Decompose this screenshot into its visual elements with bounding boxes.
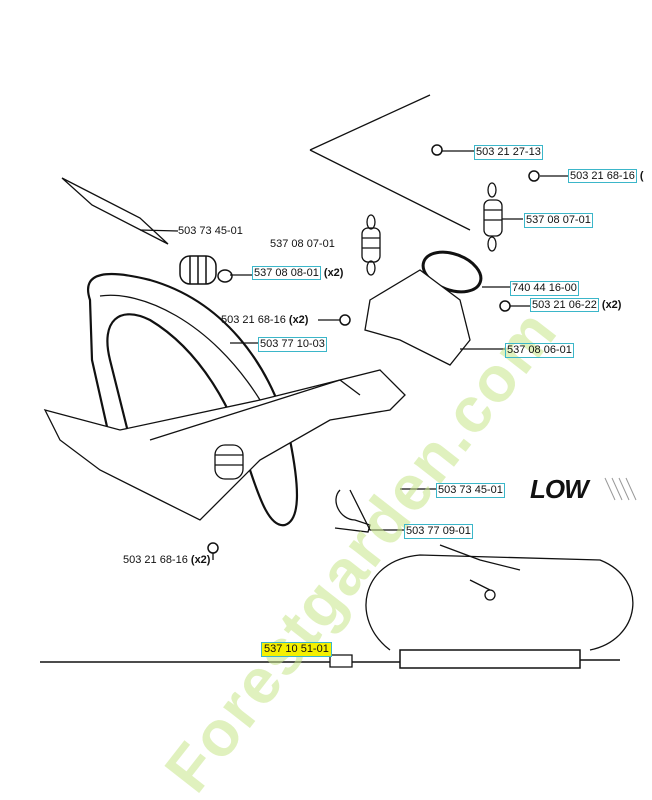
part-number: 537 08 07-01	[270, 238, 335, 250]
part-number: 537 08 06-01	[507, 344, 572, 356]
leader-line	[139, 229, 179, 232]
ring-terminal	[484, 589, 496, 601]
buffer-block	[364, 269, 471, 366]
part-qty: (x2)	[190, 554, 211, 566]
part-number: 503 21 68-16	[123, 554, 188, 566]
part-label-highlighted[interactable]: 537 10 51-01	[261, 642, 332, 657]
low-decal-stripes	[604, 477, 637, 501]
part-number: 537 08 08-01	[252, 266, 321, 280]
part-qty: (x2)	[323, 267, 344, 279]
screw-icon	[207, 542, 219, 554]
part-label[interactable]: 537 08 07-01	[270, 238, 335, 251]
part-label[interactable]: 537 08 08-01 (x2)	[252, 266, 344, 280]
front-handle	[87, 272, 298, 527]
part-number: 503 21 06-22	[530, 298, 599, 312]
part-qty: (x2)	[288, 314, 309, 326]
part-label[interactable]: 503 21 68-16 (	[568, 169, 644, 183]
part-label[interactable]: 740 44 16-00	[510, 281, 579, 296]
part-number: 503 21 68-16	[568, 169, 637, 183]
spring-center	[361, 214, 381, 276]
screw-icon	[528, 170, 540, 182]
wire-leads	[439, 544, 521, 591]
spring-right	[483, 182, 503, 252]
cable-loop	[365, 554, 634, 651]
part-label[interactable]: 503 77 09-01	[404, 524, 473, 539]
part-label[interactable]: 503 21 68-16 (x2)	[221, 314, 308, 327]
handle-bracket-edge	[149, 379, 361, 441]
part-number: 503 77 10-03	[260, 338, 325, 350]
clip	[334, 489, 371, 533]
part-number: 503 21 68-16	[221, 314, 286, 326]
part-number: 537 08 07-01	[526, 214, 591, 226]
part-label[interactable]: 537 08 06-01	[505, 343, 574, 358]
screw-icon	[339, 314, 351, 326]
part-number: 503 73 45-01	[438, 484, 503, 496]
front-handle-inner-edge	[99, 294, 261, 401]
decal-sheet	[61, 177, 169, 245]
part-number: 740 44 16-00	[512, 282, 577, 294]
cable-connector	[329, 654, 353, 668]
spring-mid-bottom	[214, 444, 244, 480]
part-qty: (	[639, 170, 644, 182]
part-label[interactable]: 503 21 27-13	[474, 145, 543, 160]
screw-icon	[431, 144, 443, 156]
spring-left	[179, 255, 233, 285]
part-number: 503 77 09-01	[406, 525, 471, 537]
part-number: 537 10 51-01	[264, 643, 329, 655]
part-label[interactable]: 503 21 68-16 (x2)	[123, 554, 210, 567]
part-label[interactable]: 503 73 45-01	[436, 483, 505, 498]
low-logo: LOW	[530, 474, 589, 504]
part-number: 503 21 27-13	[476, 146, 541, 158]
part-label[interactable]: 503 73 45-01	[178, 225, 243, 238]
leader-lines	[212, 94, 568, 560]
part-number: 503 73 45-01	[178, 225, 243, 237]
part-label[interactable]: 537 08 07-01	[524, 213, 593, 228]
part-label[interactable]: 503 77 10-03	[258, 337, 327, 352]
part-label[interactable]: 503 21 06-22 (x2)	[530, 298, 622, 312]
part-qty: (x2)	[601, 299, 622, 311]
